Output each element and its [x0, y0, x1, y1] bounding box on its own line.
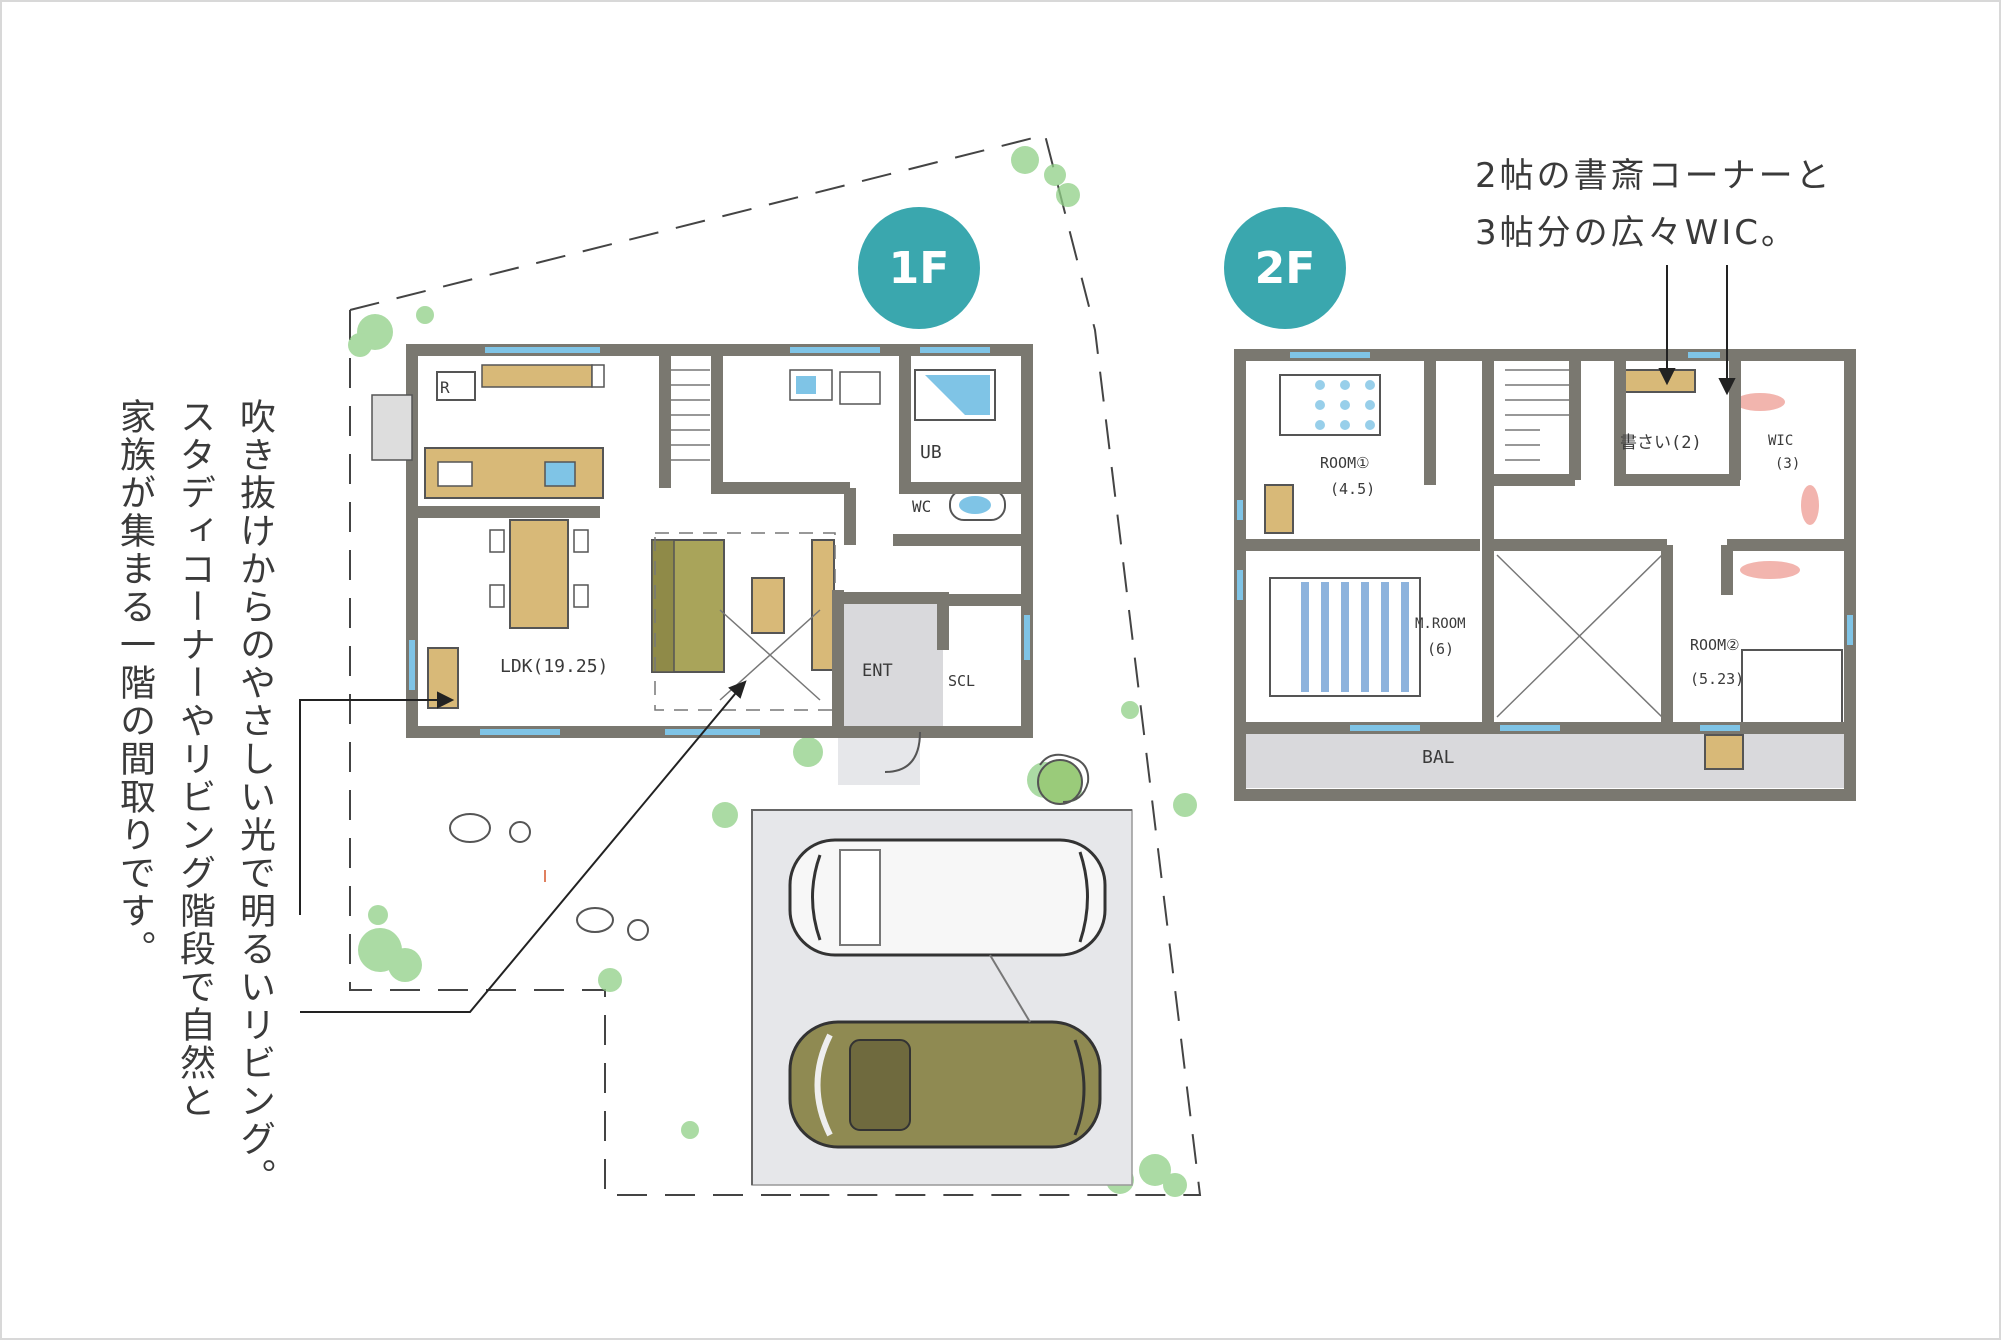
label-ent: ENT: [862, 661, 893, 681]
label-ub: UB: [920, 442, 942, 463]
study-annotation-line-1: 2帖の書斎コーナーと: [1475, 156, 1833, 196]
yard-toys: [449, 813, 649, 941]
label-room2: ROOM②: [1690, 636, 1740, 654]
second-floor-badge: 2F: [1224, 207, 1346, 329]
label-mroom-size: (6): [1427, 640, 1454, 658]
green-car: [788, 1020, 1102, 1149]
label-wic: WIC: [1768, 433, 1793, 449]
label-room1-size: (4.5): [1330, 480, 1375, 498]
label-study: 書さい(2): [1620, 433, 1702, 453]
second-floor-labels: ROOM① (4.5) M.ROOM (6) 書さい(2) WIC (3) RO…: [1320, 433, 1800, 768]
second-floor-plan: [1234, 349, 1856, 801]
tree: [1037, 753, 1090, 805]
living-annotation-line-1: 吹き抜けからのやさしい光で明るいリビング。: [234, 398, 275, 1196]
label-scl: SCL: [948, 672, 975, 690]
first-floor-labels: R LDK(19.25) UB WC ENT SCL: [440, 378, 975, 690]
first-floor-badge: 1F: [858, 207, 980, 329]
label-mroom: M.ROOM: [1415, 616, 1466, 632]
leader-lines: [299, 265, 1736, 1013]
living-annotation-line-3: 家族が集まる一階の間取りです。: [114, 398, 155, 968]
label-room1: ROOM①: [1320, 454, 1370, 472]
study-annotation-line-2: 3帖分の広々WIC。: [1475, 213, 1799, 253]
living-annotation-line-2: スタディコーナーやリビング階段で自然と: [174, 398, 215, 1120]
label-room2-size: (5.23): [1690, 670, 1744, 688]
label-bal: BAL: [1422, 747, 1455, 768]
label-wic-size: (3): [1775, 456, 1800, 472]
white-car: [788, 838, 1107, 957]
first-floor-plan: [371, 344, 1033, 785]
greenery: [348, 146, 1197, 1197]
label-wc: WC: [912, 497, 931, 516]
label-fridge: R: [440, 378, 450, 397]
parking-area: [751, 809, 1133, 1186]
label-ldk: LDK(19.25): [500, 656, 608, 677]
